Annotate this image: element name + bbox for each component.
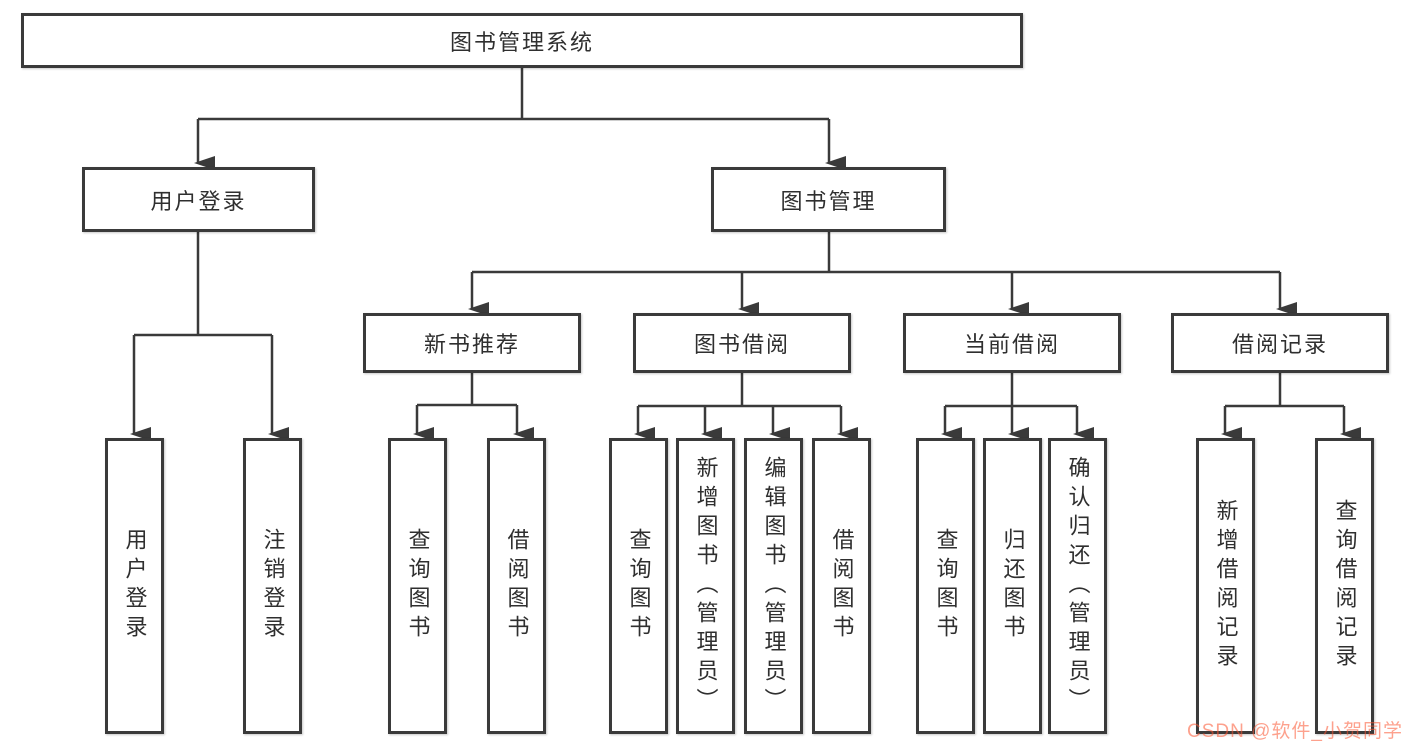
node-label: 借阅记录 (1231, 332, 1328, 357)
node-label: 注销登录 (260, 528, 286, 644)
node-query-borrow-record-leaf: 查询借阅记录 (1315, 438, 1374, 734)
node-label: 新增图书（管理员） (693, 455, 719, 717)
node-label: 图书管理 (780, 188, 877, 214)
node-user-login: 用户登录 (82, 167, 315, 232)
node-library-management-system: 图书管理系统 (21, 13, 1023, 68)
node-confirm-return-admin-leaf: 确认归还（管理员） (1048, 438, 1107, 734)
node-query-books-leaf: 查询图书 (388, 438, 447, 734)
node-new-book-recommendation: 新书推荐 (363, 313, 581, 373)
node-label: 借阅图书 (829, 528, 855, 644)
node-user-login-leaf: 用户登录 (105, 438, 164, 734)
node-label: 查询图书 (626, 528, 652, 644)
node-book-borrowing: 图书借阅 (633, 313, 851, 373)
node-borrow-books-leaf: 借阅图书 (487, 438, 546, 734)
node-query-books-leaf: 查询图书 (916, 438, 975, 734)
node-label: 新增借阅记录 (1213, 499, 1239, 673)
node-current-borrowing: 当前借阅 (903, 313, 1121, 373)
node-label: 借阅图书 (504, 528, 530, 644)
node-add-borrow-record-leaf: 新增借阅记录 (1196, 438, 1255, 734)
node-label: 用户登录 (150, 188, 247, 214)
node-label: 用户登录 (122, 528, 148, 644)
node-label: 归还图书 (1000, 528, 1026, 644)
node-label: 确认归还（管理员） (1065, 455, 1091, 717)
node-label: 编辑图书（管理员） (761, 455, 787, 717)
node-label: 新书推荐 (423, 332, 520, 357)
node-label: 查询借阅记录 (1332, 499, 1358, 673)
node-borrow-books-leaf: 借阅图书 (812, 438, 871, 734)
node-logout-leaf: 注销登录 (243, 438, 302, 734)
node-add-books-admin-leaf: 新增图书（管理员） (676, 438, 735, 734)
node-edit-books-admin-leaf: 编辑图书（管理员） (744, 438, 803, 734)
node-label: 图书借阅 (693, 332, 790, 357)
node-label: 图书管理系统 (449, 29, 594, 55)
node-book-management: 图书管理 (711, 167, 946, 232)
node-return-books-leaf: 归还图书 (983, 438, 1042, 734)
csdn-watermark: CSDN @软件_小贺同学 (1187, 721, 1403, 742)
node-query-books-leaf: 查询图书 (609, 438, 668, 734)
node-label: 查询图书 (933, 528, 959, 644)
node-label: 当前借阅 (963, 332, 1060, 357)
node-label: 查询图书 (405, 528, 431, 644)
node-borrowing-records: 借阅记录 (1171, 313, 1389, 373)
